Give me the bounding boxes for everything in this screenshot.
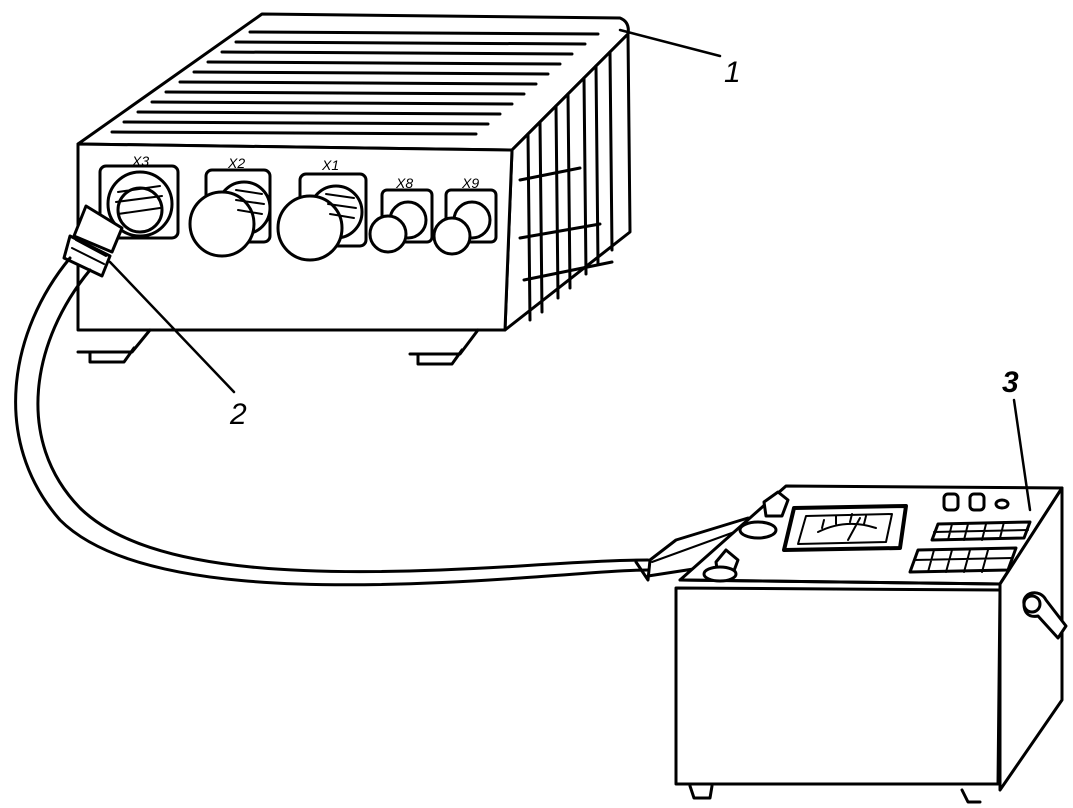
indicator-lamp <box>994 498 1010 510</box>
callout-3: 3 <box>1002 366 1032 512</box>
top-vent-ribs <box>110 30 600 136</box>
button-row-lower[interactable] <box>908 546 1018 574</box>
knob-1[interactable] <box>942 492 960 512</box>
side-fins <box>518 50 614 322</box>
meter <box>782 504 908 552</box>
mount-foot-right <box>408 328 480 366</box>
callout-label-1: 1 <box>724 56 741 89</box>
button-row-upper[interactable] <box>930 520 1032 542</box>
connector-x1[interactable] <box>276 172 368 262</box>
terminal-post-1[interactable] <box>738 490 790 540</box>
cable <box>14 204 750 587</box>
connector-x9[interactable] <box>432 188 498 256</box>
connector-label-x2: X2 <box>227 155 245 171</box>
connector-label-x9: X9 <box>461 175 479 191</box>
connector-x2[interactable] <box>188 168 272 258</box>
terminal-post-2[interactable] <box>702 548 740 583</box>
knob-2[interactable] <box>968 492 986 512</box>
connector-x3[interactable] <box>98 164 180 240</box>
test-instrument <box>674 484 1068 804</box>
electronic-unit: X3 X2 X1 X8 X9 <box>76 12 632 366</box>
callout-label-3: 3 <box>1002 366 1019 399</box>
callout-label-2: 2 <box>229 398 247 431</box>
mount-foot-left <box>76 328 152 364</box>
connector-x8[interactable] <box>368 188 434 254</box>
connector-label-x3: X3 <box>131 153 149 169</box>
connector-label-x8: X8 <box>395 175 413 191</box>
callout-1: 1 <box>618 28 741 89</box>
callout-2: 2 <box>108 260 247 431</box>
connector-label-x1: X1 <box>321 157 339 173</box>
